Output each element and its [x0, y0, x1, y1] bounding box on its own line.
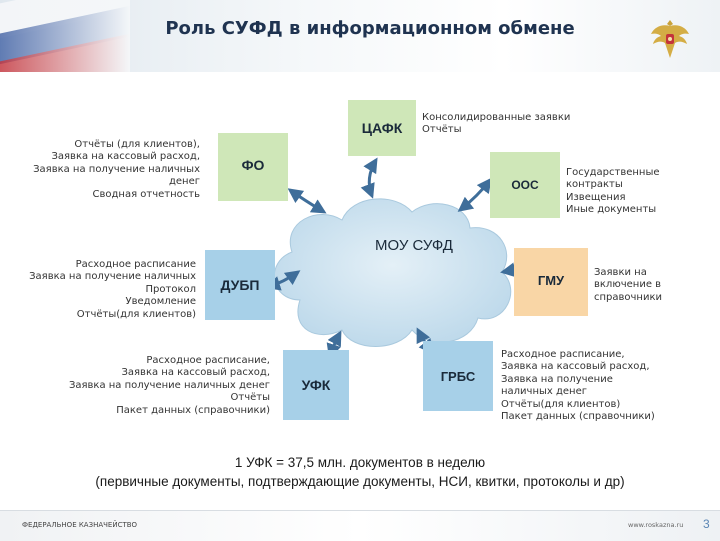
arrow-oos [457, 177, 492, 212]
note-line: Пакет данных (справочники) [116, 404, 270, 416]
note-line: Иные документы [566, 204, 657, 216]
note-line: справочники [594, 291, 663, 303]
note-line: Заявка на кассовый расход, [501, 361, 650, 373]
note-line: Уведомление [125, 296, 196, 308]
node-fo: ФО [218, 133, 288, 201]
notes-gmu: Заявки на включение в справочники [594, 267, 662, 304]
node-gmu-label: ГМУ [537, 273, 565, 288]
footer-website: www.roskazna.ru [628, 521, 684, 529]
summary-line-2: (первичные документы, подтверждающие док… [95, 474, 625, 489]
notes-grbs: Расходное расписание, Заявка на кассовый… [501, 349, 655, 423]
note-line: Отчёты(для клиентов) [501, 398, 621, 410]
note-line: контракты [566, 179, 623, 191]
footer-band [0, 510, 720, 541]
note-line: Расходное расписание [75, 259, 196, 270]
note-line: Сводная отчетность [92, 188, 200, 200]
note-line: Заявка на кассовый расход, [121, 367, 271, 379]
node-oos-label: ООС [511, 178, 539, 192]
node-tsafk-label: ЦАФК [361, 120, 403, 136]
cloud-label: МОУ СУФД [375, 237, 453, 254]
node-grbs-label: ГРБС [440, 368, 476, 384]
page-title: Роль СУФД в информационном обмене [165, 18, 575, 39]
note-line: Извещения [566, 191, 626, 203]
note-line: Заявка на кассовый расход, [51, 151, 201, 163]
notes-dubp: Расходное расписание Заявка на получение… [29, 259, 196, 321]
node-grbs: ГРБС [423, 341, 493, 411]
eagle-emblem-icon [651, 20, 689, 58]
note-line: Заявка на получение наличных [33, 163, 200, 175]
note-line: Заявки на [594, 267, 647, 278]
footer-organization: ФЕДЕРАЛЬНОЕ КАЗНАЧЕЙСТВО [22, 521, 138, 529]
note-line: Протокол [145, 283, 196, 295]
node-oos: ООС [490, 152, 560, 218]
note-line: включение в [594, 279, 662, 291]
node-fo-label: ФО [241, 157, 265, 173]
note-line: Заявка на получение [501, 373, 613, 385]
note-line: Отчёты(для клиентов) [76, 308, 196, 320]
note-line: Государственные [566, 167, 660, 178]
note-line: Расходное расписание, [501, 349, 625, 360]
note-line: Отчёты (для клиентов), [74, 139, 200, 150]
note-line: Заявка на получение наличных [29, 271, 196, 283]
notes-fo: Отчёты (для клиентов), Заявка на кассовы… [33, 139, 200, 201]
node-gmu: ГМУ [514, 248, 588, 316]
node-tsafk: ЦАФК [348, 100, 416, 156]
notes-oos: Государственные контракты Извещения Иные… [566, 167, 660, 217]
page-number: 3 [703, 517, 710, 531]
node-dubp: ДУБП [205, 250, 275, 320]
cloud-shape [274, 198, 512, 347]
note-line: наличных денег [501, 386, 588, 398]
notes-ufk: Расходное расписание, Заявка на кассовый… [69, 355, 270, 417]
notes-tsafk: Консолидированные заявки Отчёты [422, 112, 570, 137]
note-line: денег [168, 176, 200, 188]
flag-decoration [0, 0, 130, 72]
node-dubp-label: ДУБП [220, 277, 260, 293]
note-line: Пакет данных (справочники) [501, 411, 655, 423]
node-ufk: УФК [283, 350, 349, 420]
note-line: Консолидированные заявки [422, 112, 571, 123]
note-line: Заявка на получение наличных денег [68, 379, 270, 391]
summary-line-1: 1 УФК = 37,5 млн. документов в неделю [234, 455, 486, 470]
arrow-tsafk [360, 157, 378, 199]
note-line: Расходное расписание, [146, 355, 270, 366]
arrow-fo [287, 188, 327, 214]
note-line: Отчёты [230, 392, 270, 404]
note-line: Отчёты [422, 124, 462, 136]
node-ufk-label: УФК [301, 377, 331, 393]
